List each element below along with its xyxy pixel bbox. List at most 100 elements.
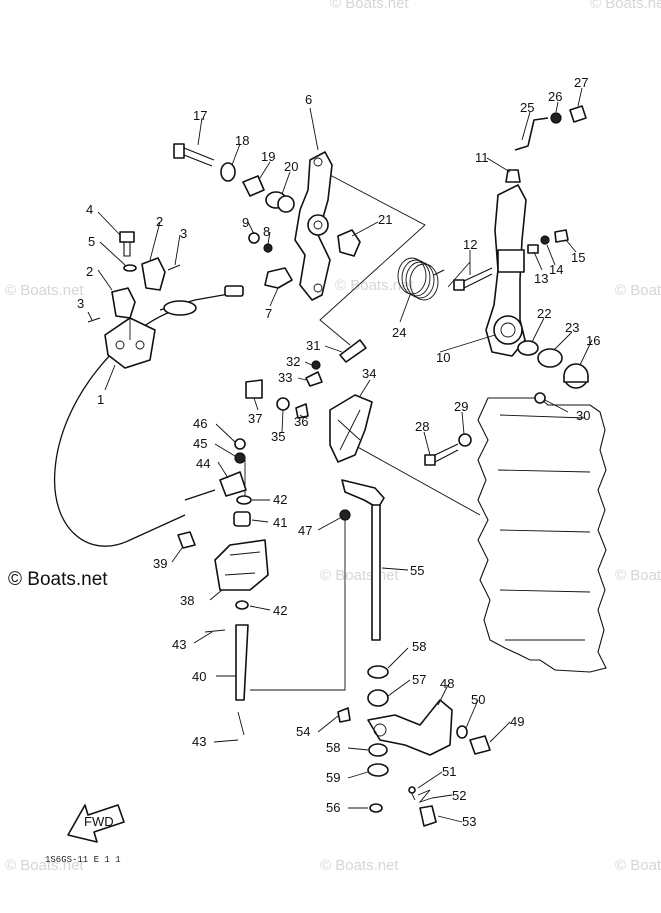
callout: 57 bbox=[412, 672, 426, 687]
part-34-plate bbox=[329, 394, 373, 463]
part-10-arm bbox=[485, 184, 527, 357]
callout: 54 bbox=[296, 724, 310, 739]
part-37-bolt bbox=[245, 379, 263, 399]
callout: 6 bbox=[305, 92, 312, 107]
callout: 49 bbox=[510, 714, 524, 729]
part-19-collar bbox=[265, 191, 295, 213]
part-44-link bbox=[219, 471, 247, 497]
callout: 22 bbox=[537, 306, 551, 321]
part-50-washer bbox=[456, 725, 468, 739]
part-30-fitting bbox=[534, 392, 546, 404]
part-2-clip bbox=[141, 257, 166, 291]
callout: 2 bbox=[156, 214, 163, 229]
watermark: © Boats.net bbox=[320, 857, 399, 874]
part-31-bolt bbox=[339, 339, 367, 363]
part-54-bolt bbox=[337, 707, 351, 723]
engine-block-inner bbox=[497, 414, 591, 641]
part-38-housing bbox=[214, 539, 269, 591]
part-17-bolt bbox=[173, 143, 215, 167]
callout: 28 bbox=[415, 419, 429, 434]
watermark: © Boats.net bbox=[615, 857, 661, 874]
watermark: © Boats.net bbox=[320, 567, 399, 584]
callout: 8 bbox=[263, 224, 270, 239]
callout: 26 bbox=[548, 89, 562, 104]
part-23-washer bbox=[537, 348, 563, 368]
callout: 7 bbox=[265, 306, 272, 321]
callout: 16 bbox=[586, 333, 600, 348]
callout: 43 bbox=[192, 734, 206, 749]
callout: 32 bbox=[286, 354, 300, 369]
part-3-pin bbox=[167, 264, 181, 271]
part-18-washer bbox=[220, 162, 236, 182]
callout: 39 bbox=[153, 556, 167, 571]
part-48-shift-lever bbox=[367, 699, 453, 756]
cable-grommet bbox=[163, 300, 197, 316]
part-43-clip bbox=[237, 711, 245, 736]
callout: 20 bbox=[284, 159, 298, 174]
part-2-clip bbox=[111, 287, 136, 319]
watermark-main: © Boats.net bbox=[8, 569, 108, 590]
callout: 43 bbox=[172, 637, 186, 652]
part-58-washer bbox=[368, 743, 388, 757]
callout: 30 bbox=[576, 408, 590, 423]
callout: 36 bbox=[294, 414, 308, 429]
callout-leaders bbox=[87, 87, 593, 823]
part-33-joint bbox=[305, 371, 323, 387]
fwd-label: FWD bbox=[84, 814, 114, 829]
callout: 44 bbox=[196, 456, 210, 471]
callout: 56 bbox=[326, 800, 340, 815]
callout: 41 bbox=[273, 515, 287, 530]
callout: 58 bbox=[412, 639, 426, 654]
callout-numbers: 1 2 2 3 3 4 5 6 7 8 9 10 11 12 13 14 15 … bbox=[77, 75, 600, 829]
callout: 29 bbox=[454, 399, 468, 414]
callout: 3 bbox=[77, 296, 84, 311]
part-1-bracket bbox=[104, 317, 156, 369]
part-56-oring bbox=[369, 803, 383, 813]
callout: 25 bbox=[520, 100, 534, 115]
part-46-cap bbox=[234, 438, 246, 450]
part-53-plug bbox=[419, 805, 437, 827]
watermark: © Boats.net bbox=[5, 282, 84, 299]
callout: 31 bbox=[306, 338, 320, 353]
callout: 47 bbox=[298, 523, 312, 538]
callout: 33 bbox=[278, 370, 292, 385]
callout: 27 bbox=[574, 75, 588, 90]
part-36-clip bbox=[295, 403, 309, 419]
part-55-shift-rod bbox=[341, 479, 385, 641]
callout: 12 bbox=[463, 237, 477, 252]
callout: 38 bbox=[180, 593, 194, 608]
part-29-nut bbox=[458, 433, 472, 447]
callout: 13 bbox=[534, 271, 548, 286]
guide-lines bbox=[244, 174, 481, 801]
part-22-washer bbox=[517, 340, 539, 356]
part-32-nut bbox=[311, 360, 321, 370]
callout: 46 bbox=[193, 416, 207, 431]
callout: 34 bbox=[362, 366, 376, 381]
part-43-clip bbox=[204, 629, 226, 633]
watermark: © Boats.net bbox=[615, 282, 661, 299]
part-7-link-end bbox=[264, 267, 293, 289]
part-25-link-rod bbox=[514, 117, 549, 151]
part-24-spring bbox=[397, 257, 445, 301]
callout: 50 bbox=[471, 692, 485, 707]
engine-block-outline bbox=[477, 397, 607, 673]
callout: 52 bbox=[452, 788, 466, 803]
callout: 1 bbox=[97, 392, 104, 407]
part-49-bolt bbox=[469, 735, 491, 755]
callout: 14 bbox=[549, 262, 563, 277]
part-59-ring bbox=[367, 763, 389, 777]
callout: 51 bbox=[442, 764, 456, 779]
part-27-joint bbox=[569, 105, 587, 123]
part-52-spring bbox=[417, 789, 433, 803]
part-42-washer bbox=[236, 495, 252, 505]
part-14-nut bbox=[540, 235, 550, 245]
watermark: © Boats.net bbox=[335, 277, 414, 294]
part-11-grommet bbox=[505, 169, 521, 183]
callout: 45 bbox=[193, 436, 207, 451]
callout: 48 bbox=[440, 676, 454, 691]
part-8-nut bbox=[263, 243, 273, 253]
callout: 3 bbox=[180, 226, 187, 241]
part-15-cap bbox=[554, 229, 569, 243]
callout: 9 bbox=[242, 215, 249, 230]
